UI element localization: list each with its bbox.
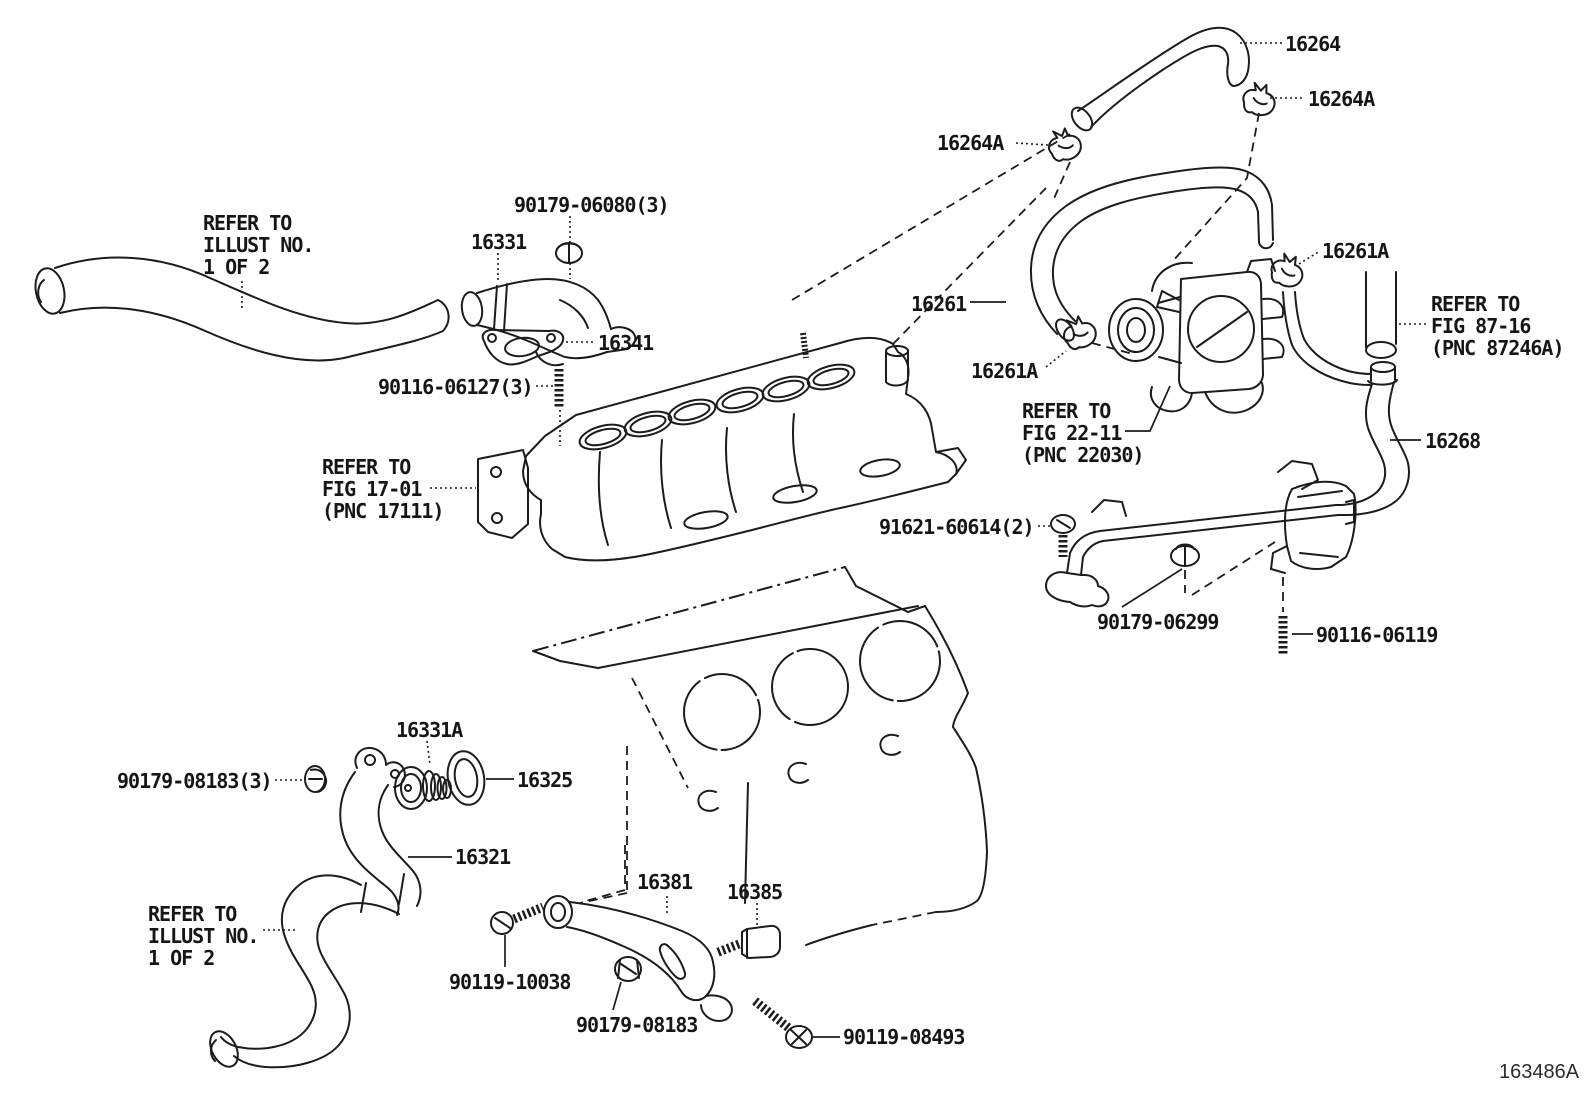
- part-label-90179-08183-3: 90179-08183(3): [117, 769, 273, 793]
- hose-to-pipe-16268-art: [1282, 291, 1372, 386]
- gasket-16341-art: [481, 328, 565, 366]
- nut-90179-06299-art: [1170, 543, 1200, 567]
- part-label-16331a: 16331A: [396, 718, 463, 742]
- part-label-16385: 16385: [727, 880, 783, 904]
- part-label-16268: 16268: [1425, 429, 1481, 453]
- bolt-90119-08493-art: [752, 997, 813, 1049]
- part-label-16264: 16264: [1285, 32, 1341, 56]
- note-refer-fig-17-01: REFER TO FIG 17-01 (PNC 17111): [322, 455, 444, 523]
- pipe-bracket-art: [1270, 460, 1357, 574]
- note-refer-fig-87-16: REFER TO FIG 87-16 (PNC 87246A): [1431, 292, 1564, 360]
- part-label-16261a-left: 16261A: [971, 359, 1038, 383]
- leader-lines: [241, 42, 1428, 1038]
- bracket-16381-art: [543, 895, 733, 1022]
- part-label-16381: 16381: [637, 870, 693, 894]
- engine-block-art: [532, 566, 988, 946]
- hose-clamp-16261a-left-art: [1058, 311, 1100, 353]
- part-label-16264a-right: 16264A: [1308, 87, 1375, 111]
- upper-radiator-hose-art: [34, 256, 450, 362]
- sensor-16385-art: [714, 924, 781, 959]
- hose-clamp-16264a-right-art: [1239, 78, 1280, 120]
- hose-clamp-16261a-right-art: [1266, 249, 1309, 292]
- water-inlet-pipe-16321-art: [339, 746, 422, 916]
- part-label-16321: 16321: [455, 845, 511, 869]
- bypass-hose-16261-art: [1029, 166, 1274, 342]
- part-label-90119-08493: 90119-08493: [843, 1025, 965, 1049]
- part-label-16325: 16325: [517, 768, 573, 792]
- bypass-hose-16264-art: [1070, 26, 1250, 132]
- part-label-16341: 16341: [598, 331, 654, 355]
- assembly-dashed-lines: [791, 112, 1284, 612]
- part-label-16331: 16331: [471, 230, 527, 254]
- note-refer-illust-bottom: REFER TO ILLUST NO. 1 OF 2: [148, 902, 259, 970]
- oring-16325-art: [446, 750, 486, 806]
- part-label-90116-06119: 90116-06119: [1316, 623, 1438, 647]
- part-label-91621-60614: 91621-60614(2): [879, 515, 1035, 539]
- part-label-16264a-left: 16264A: [937, 131, 1004, 155]
- bolt-90119-10038-art: [490, 902, 545, 935]
- part-label-16261a-right: 16261A: [1322, 239, 1389, 263]
- part-label-16261: 16261: [911, 292, 967, 316]
- part-label-90116-06127: 90116-06127(3): [378, 375, 534, 399]
- figure-code: 163486A: [1499, 1061, 1580, 1083]
- thermostat-16331a-art: [394, 766, 452, 810]
- nut-90179-06080-art: [555, 242, 583, 264]
- water-outlet-16331-art: [460, 278, 637, 367]
- throttle-body-art: [1108, 258, 1285, 414]
- heater-tube-art: [1365, 271, 1397, 359]
- part-label-90119-10038: 90119-10038: [449, 970, 571, 994]
- bolt-91621-60614-art: [1050, 514, 1076, 557]
- intake-manifold-art: [477, 332, 967, 562]
- part-label-90179-08183: 90179-08183: [576, 1013, 698, 1037]
- note-refer-fig-22-11: REFER TO FIG 22-11 (PNC 22030): [1022, 399, 1144, 467]
- note-refer-illust-top: REFER TO ILLUST NO. 1 OF 2: [203, 211, 314, 279]
- lower-radiator-hose-art: [209, 874, 400, 1069]
- bypass-pipe-16268-art: [1045, 361, 1410, 608]
- bolt-90179-08183-3-art: [304, 765, 328, 793]
- nut-90179-08183-art: [614, 956, 642, 982]
- part-label-90179-06080: 90179-06080(3): [514, 193, 670, 217]
- part-label-90179-06299: 90179-06299: [1097, 610, 1219, 634]
